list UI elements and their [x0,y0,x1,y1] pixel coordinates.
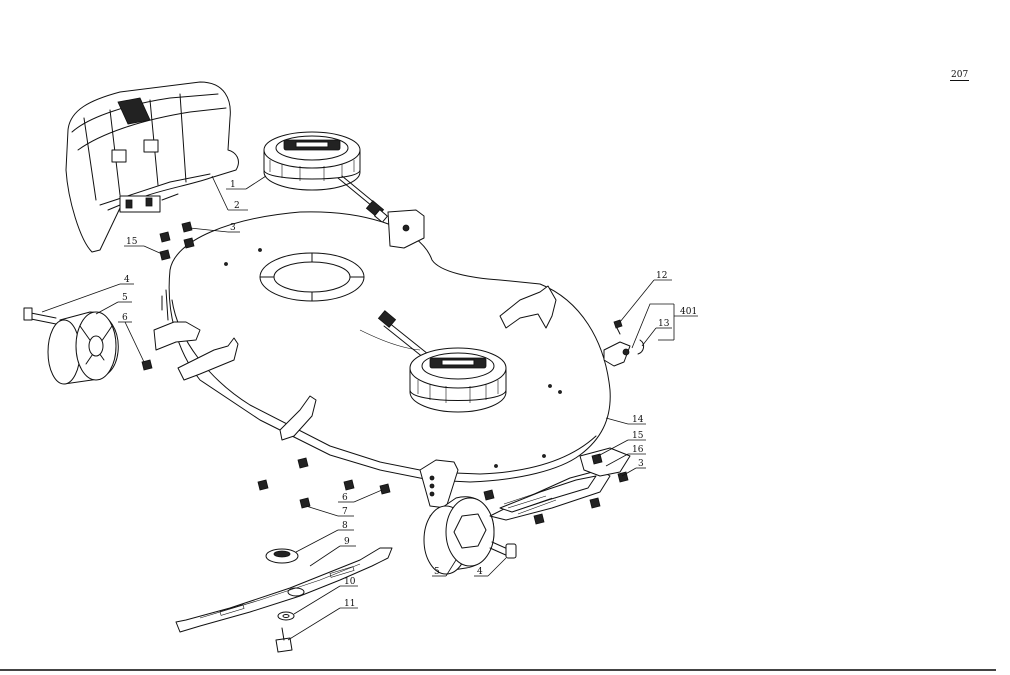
callout-5-left: 5 [95,293,132,315]
axle-bolt-left [23,307,57,325]
deck-bracket-left [153,321,317,441]
svg-text:8: 8 [342,521,348,531]
front-cover [489,447,631,521]
svg-text:12: 12 [656,271,667,281]
svg-text:4: 4 [124,275,130,285]
svg-text:6: 6 [122,313,128,323]
svg-text:1: 1 [230,180,236,190]
callout-4-bottom: 4 [474,557,507,577]
callout-6-bottom: 6 [338,489,383,503]
rear-bracket-right [603,319,645,367]
svg-text:16: 16 [632,445,644,455]
svg-text:15: 15 [126,237,138,247]
callout-11: 11 [287,599,358,641]
blade-washer [277,611,295,621]
callout-15-right: 15 [597,431,646,457]
callout-14: 14 [605,415,646,425]
wheel-front [423,496,495,575]
callout-5-bottom: 5 [432,559,457,577]
mower-deck [153,209,611,509]
svg-text:10: 10 [344,577,356,587]
cable-connector-top [365,200,388,223]
loose-screws [159,221,629,525]
svg-text:5: 5 [434,567,440,577]
svg-text:9: 9 [344,537,350,547]
svg-text:2: 2 [234,201,240,211]
svg-text:3: 3 [638,459,644,469]
callout-3-top: 3 [189,223,240,233]
deck-motor-mount [359,329,421,351]
callout-10: 10 [293,577,358,615]
svg-text:3: 3 [230,223,236,233]
callouts: 1 2 3 15 4 5 [41,175,698,641]
deck-bracket-right [499,285,557,329]
footer-rule [0,669,996,671]
deck-rear-mount [387,209,425,249]
callout-15-top: 15 [124,237,163,255]
callout-7: 7 [305,505,354,517]
callout-4-left: 4 [41,275,134,313]
deck-top-opening [259,252,365,302]
svg-text:401: 401 [680,307,697,317]
callout-401: 401 [631,303,698,349]
callout-3-right: 3 [621,459,646,477]
callout-16: 16 [605,445,646,467]
flap-hinge [107,193,179,213]
axle-bolt-front [489,541,517,559]
blade [175,547,393,633]
callout-12: 12 [619,271,672,323]
rear-grass-flap [65,81,239,253]
motor-assembly-front [377,310,507,413]
motor-assembly-top [263,131,388,223]
blade-adapter [265,548,299,564]
svg-text:7: 7 [342,507,348,517]
nut-left [141,359,153,371]
callout-9: 9 [309,537,356,567]
svg-text:11: 11 [344,599,355,609]
callout-2: 2 [211,175,248,211]
svg-text:6: 6 [342,493,348,503]
callout-8: 8 [295,521,354,553]
svg-text:4: 4 [477,567,483,577]
callout-1: 1 [226,175,267,190]
svg-text:5: 5 [122,293,128,303]
wheel-left [47,311,119,385]
svg-text:13: 13 [658,319,670,329]
page-number: 207 [950,70,970,81]
deck-front-mount [419,459,459,509]
callout-13: 13 [641,319,672,347]
deck-dots [224,248,562,468]
svg-text:14: 14 [632,415,644,425]
callout-6-left: 6 [118,313,145,363]
blade-bolt [275,627,293,653]
svg-text:15: 15 [632,431,644,441]
